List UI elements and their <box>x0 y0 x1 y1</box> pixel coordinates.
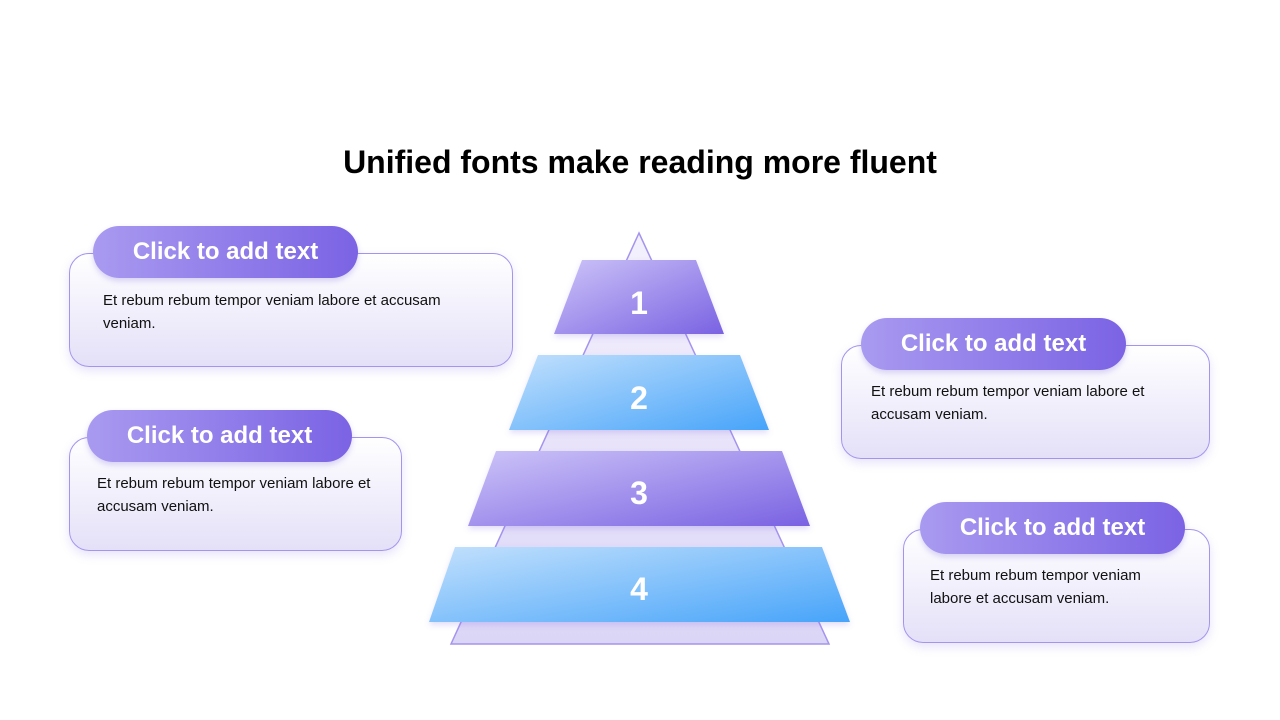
callout-2-body[interactable]: Et rebum rebum tempor veniam labore et a… <box>97 475 371 515</box>
callout-3-heading[interactable]: Click to add text <box>861 318 1126 370</box>
pyramid-tier-2[interactable]: 2 <box>509 355 769 430</box>
callout-2-heading[interactable]: Click to add text <box>87 410 352 462</box>
pyramid-tier-1-shape <box>554 260 724 334</box>
pyramid-tier-2-label: 2 <box>630 380 648 416</box>
pyramid-tier-4-shape <box>429 547 850 622</box>
callout-1-heading[interactable]: Click to add text <box>93 226 358 278</box>
slide-title[interactable]: Unified fonts make reading more fluent <box>343 144 937 180</box>
callout-3-body[interactable]: Et rebum rebum tempor veniam labore et a… <box>871 383 1145 423</box>
pyramid-tier-1-label: 1 <box>630 285 648 321</box>
pyramid-tier-3-label: 3 <box>630 475 648 511</box>
pyramid-tier-4[interactable]: 4 <box>429 547 850 622</box>
pyramid-tier-3-shape <box>468 451 810 526</box>
pyramid-tier-3[interactable]: 3 <box>468 451 810 526</box>
pyramid-tier-4-label: 4 <box>630 571 648 607</box>
callout-1-body[interactable]: Et rebum rebum tempor veniam labore et a… <box>103 292 441 332</box>
pyramid-background-triangle <box>449 231 831 645</box>
pyramid-tier-1[interactable]: 1 <box>554 260 724 334</box>
pyramid-tier-2-shape <box>509 355 769 430</box>
callout-4-body[interactable]: Et rebum rebum tempor veniam labore et a… <box>930 567 1141 607</box>
callout-4-heading[interactable]: Click to add text <box>920 502 1185 554</box>
